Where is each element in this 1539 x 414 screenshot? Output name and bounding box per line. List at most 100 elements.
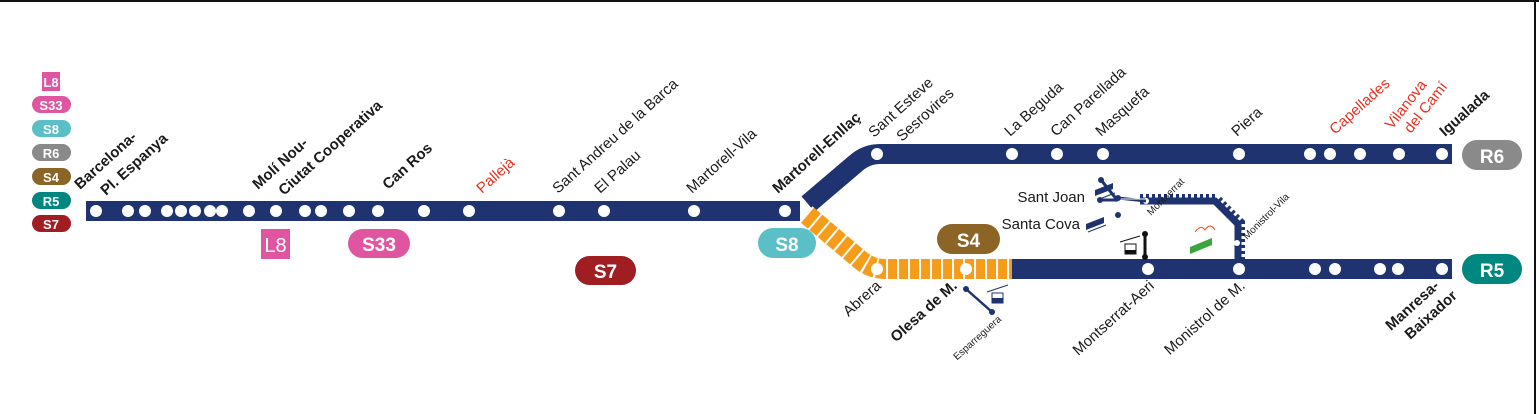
label-monistrol: Monistrol de M. [1161,277,1249,358]
station-manresa[interactable] [1436,263,1448,275]
station[interactable] [315,205,327,217]
station-capellades[interactable] [1324,148,1336,160]
rack-railway-teeth [1140,194,1245,264]
station[interactable] [1304,148,1316,160]
station-moli-nou[interactable] [270,205,282,217]
label-montserrat: Montserrat [1145,176,1187,218]
station-martorell-vila[interactable] [688,205,700,217]
main-line-track [86,201,800,221]
station-monistrol[interactable] [1233,263,1245,275]
label-can-ros: Can Ros [379,140,436,193]
station-barcelona[interactable] [90,205,102,217]
esparreguera-cable-car-line [965,288,993,313]
r5-track [1012,259,1452,279]
station-montserrat-aeri[interactable] [1142,263,1154,275]
funicular-icon [1095,183,1116,201]
legend-s4[interactable] [32,168,71,185]
badge-s7[interactable] [575,256,636,285]
station-monistrol-vila[interactable] [1234,240,1240,246]
funicular-sant-joan [1099,179,1120,202]
label-sant-joan: Sant Joan [1017,189,1085,206]
legend-s33[interactable] [32,96,71,113]
station[interactable] [343,205,355,217]
label-martorell-vila: Martorell-Vila [683,125,760,197]
label-olesa: Olesa de M. [887,277,960,345]
station[interactable] [1354,148,1366,160]
station[interactable] [243,205,255,217]
station-olesa[interactable] [960,263,972,275]
badge-s7-label: S7 [594,262,617,283]
station[interactable] [1374,263,1386,275]
legend-s8-label: S8 [43,122,59,137]
label-monistrol-vila: Monistrol-Vila [1241,191,1292,242]
r5-stations [871,263,1448,275]
badge-l8[interactable] [261,229,290,259]
label-piera: Piera [1228,103,1266,140]
station-abrera[interactable] [871,263,883,275]
station[interactable] [175,205,187,217]
legend-s7[interactable] [32,215,71,232]
s4-shared-track [799,206,1012,279]
legend-r5[interactable] [32,192,71,209]
station[interactable] [216,205,228,217]
legend-r6-label: R6 [43,146,60,161]
legend-r5-label: R5 [43,194,60,209]
station[interactable] [1309,263,1321,275]
station-la-beguda[interactable] [1006,148,1018,160]
station-vilanova[interactable] [1393,148,1405,160]
label-abrera: Abrera [840,277,885,320]
legend-l8-label: L8 [43,75,58,90]
badge-s8-label: S8 [775,235,798,256]
r6-track [801,144,1452,212]
rack-train-icon [1190,225,1216,254]
funicular-icon [1086,217,1107,233]
station[interactable] [122,205,134,217]
badge-l8-label: L8 [264,235,286,257]
badge-r6-label: R6 [1480,147,1504,168]
label-montserrat-aeri: Montserrat-Aeri [1069,277,1157,359]
station[interactable] [299,205,311,217]
legend-r6[interactable] [32,144,71,161]
badge-s4-label: S4 [957,231,981,252]
station-palleja[interactable] [463,205,475,217]
legend-s8[interactable] [32,120,71,137]
legend-l8[interactable] [42,72,60,91]
line-legend: L8 S33 S8 R6 S4 R5 S7 [32,72,71,232]
station-igualada[interactable] [1436,148,1448,160]
station[interactable] [1392,263,1404,275]
station-can-parellada[interactable] [1051,148,1063,160]
station[interactable] [189,205,201,217]
station[interactable] [161,205,173,217]
main-line-stations [90,205,791,217]
label-esparreguera: Esparreguera [952,314,1005,363]
badge-s33[interactable] [348,229,410,258]
legend-s33-label: S33 [39,98,62,113]
badge-r5-label: R5 [1480,261,1505,282]
label-can-parellada: Can Parellada [1047,63,1130,140]
legend-s7-label: S7 [43,217,59,232]
station-sant-andreu[interactable] [553,205,565,217]
station[interactable] [139,205,151,217]
badge-s33-label: S33 [362,235,396,256]
badge-r6[interactable] [1462,140,1522,170]
badge-s4[interactable] [937,224,1000,254]
badge-s8[interactable] [758,228,816,258]
station-martorell-enllac[interactable] [779,205,791,217]
legend-s4-label: S4 [43,170,60,185]
badge-r5[interactable] [1462,254,1522,284]
r6-stations [871,148,1448,160]
station[interactable] [1329,263,1341,275]
label-capellades: Capellades [1326,75,1393,138]
station[interactable] [418,205,430,217]
station-piera[interactable] [1233,148,1245,160]
label-palleja: Pallejà [473,154,518,197]
station-masquefa[interactable] [1097,148,1109,160]
station-el-palau[interactable] [598,205,610,217]
label-santa-cova: Santa Cova [1002,216,1081,233]
station[interactable] [204,205,216,217]
station-sant-esteve[interactable] [871,148,883,160]
station-can-ros[interactable] [372,205,384,217]
cable-car-icon [1119,235,1141,255]
